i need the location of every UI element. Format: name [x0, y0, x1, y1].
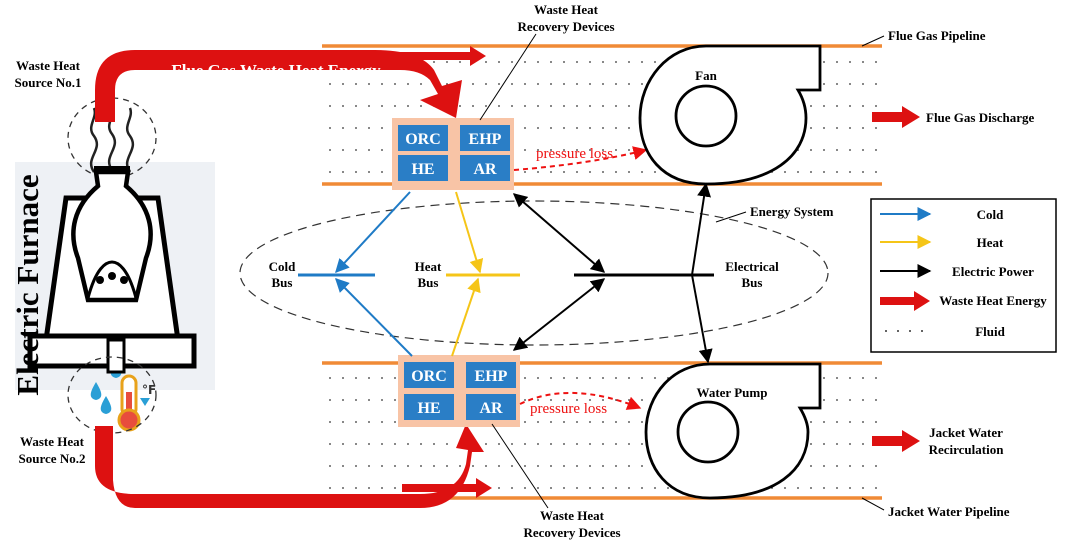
- bottom-pressure-loss-arrow: [519, 392, 642, 410]
- source1-line1: Waste Heat: [16, 58, 81, 73]
- flue-gas-small-arrow: [398, 46, 486, 66]
- electrical-bus-label-line2: Bus: [742, 275, 763, 290]
- electrical-bus-label-line1: Electrical: [725, 259, 779, 274]
- fan-icon: [638, 44, 822, 186]
- water-pump-label: Water Pump: [697, 385, 768, 400]
- top-pressure-loss-arrow: [513, 146, 648, 171]
- heat-bus-label-line1: Heat: [415, 259, 442, 274]
- thermometer-unit: °F: [142, 383, 156, 397]
- legend-heat: Heat: [977, 235, 1004, 250]
- device-he: HE: [411, 161, 434, 178]
- power-flow-arrow-fan: [691, 182, 712, 276]
- flue-gas-waste-heat-arrow: [95, 50, 462, 122]
- source2-line1: Waste Heat: [20, 434, 85, 449]
- bottom-recovery-label-line1: Waste Heat: [540, 508, 605, 523]
- legend: Cold Heat Electric Power Waste Heat Ener…: [870, 198, 1057, 353]
- bottom-pressure-loss-label: pressure loss: [530, 401, 607, 417]
- cold-bus-label-line2: Bus: [272, 275, 293, 290]
- energy-system-boundary: [239, 200, 829, 346]
- flue-gas-discharge-label: Flue Gas Discharge: [926, 110, 1035, 125]
- top-recovery-label-line2: Recovery Devices: [517, 19, 614, 34]
- flue-gas-waste-heat-label: Flue Gas Waste Heat Energy: [171, 61, 381, 80]
- water-drop-icon: [90, 338, 126, 414]
- top-recovery-devices: ORC EHP HE AR: [392, 118, 514, 190]
- device-ehp: EHP: [469, 131, 502, 148]
- heat-bus-label-line2: Bus: [418, 275, 439, 290]
- recirculation-label-line1: Jacket Water: [929, 425, 1003, 440]
- flue-gas-pipeline-label: Flue Gas Pipeline: [888, 28, 986, 43]
- bottom-recovery-devices: ORC EHP HE AR: [398, 355, 520, 427]
- device-ehp: EHP: [475, 368, 508, 385]
- legend-electric-power: Electric Power: [952, 264, 1034, 279]
- legend-cold: Cold: [977, 207, 1005, 222]
- heat-flow-arrow-top: [455, 191, 484, 274]
- power-flow-arrow-top: [512, 193, 606, 273]
- water-pump-icon: [644, 362, 822, 500]
- source1-line2: Source No.1: [15, 75, 82, 90]
- cold-flow-arrow-top: [335, 191, 411, 274]
- device-orc: ORC: [405, 131, 441, 148]
- furnace-title: Electric Furnace: [10, 174, 45, 395]
- power-flow-arrow-pump: [691, 274, 713, 364]
- recirculation-label-line2: Recirculation: [929, 442, 1005, 457]
- energy-system-label: Energy System: [750, 204, 834, 219]
- top-pressure-loss-label: pressure loss: [536, 146, 613, 162]
- thermometer-icon: °F: [117, 374, 156, 432]
- cold-bus-label-line1: Cold: [269, 259, 297, 274]
- jacket-water-waste-heat-arrow: [95, 424, 484, 508]
- jacket-water-recirculation-arrow: [872, 430, 920, 452]
- device-he: HE: [417, 400, 440, 417]
- jacket-water-waste-heat-label: Jacket Water Waste Heat Energy: [162, 466, 403, 485]
- device-orc: ORC: [411, 368, 447, 385]
- furnace-icon: °F: [15, 97, 215, 434]
- flue-gas-discharge-arrow: [872, 106, 920, 128]
- cold-flow-arrow-bottom: [335, 278, 413, 357]
- jacket-water-small-arrow: [402, 478, 492, 498]
- legend-waste-heat-energy: Waste Heat Energy: [939, 293, 1047, 308]
- device-ar: AR: [473, 161, 497, 178]
- source2-line2: Source No.2: [19, 451, 86, 466]
- bottom-recovery-label-line2: Recovery Devices: [523, 525, 620, 540]
- legend-fluid: Fluid: [975, 324, 1005, 339]
- fan-label: Fan: [695, 68, 717, 83]
- top-recovery-label-line1: Waste Heat: [534, 2, 599, 17]
- heat-flow-arrow-bottom: [451, 277, 481, 357]
- power-flow-arrow-bottom: [512, 278, 606, 351]
- jacket-water-pipeline-label: Jacket Water Pipeline: [888, 504, 1010, 519]
- device-ar: AR: [479, 400, 503, 417]
